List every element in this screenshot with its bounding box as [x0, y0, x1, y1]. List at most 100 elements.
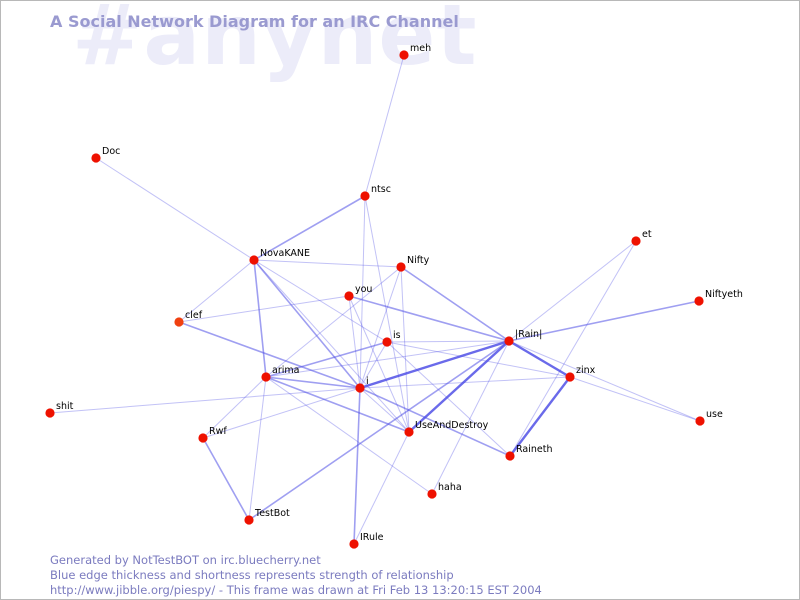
edge-doc-novakane: [95, 157, 255, 261]
edge-arima-useanddestroy: [265, 376, 410, 433]
node-novakane[interactable]: NovaKANE: [249, 248, 310, 265]
edge-novakane-useanddestroy: [253, 259, 410, 433]
edge-novakane-i: [253, 259, 361, 389]
node-label: haha: [438, 482, 462, 493]
node-label: arima: [272, 365, 299, 376]
node-irule[interactable]: IRule: [349, 532, 384, 549]
node-label: i: [366, 376, 369, 387]
node-is[interactable]: is: [382, 330, 401, 347]
node-raineth[interactable]: Raineth: [505, 444, 552, 461]
node-label: UseAndDestroy: [415, 420, 489, 431]
node-dot[interactable]: [198, 433, 208, 443]
node-dot[interactable]: [174, 317, 184, 327]
edge-you-rain: [348, 295, 510, 342]
node-dot[interactable]: [45, 408, 55, 418]
node-label: Doc: [102, 146, 120, 157]
node-rwf[interactable]: Rwf: [198, 426, 227, 443]
edge-rain-testbot: [248, 340, 510, 521]
node-dot[interactable]: [404, 427, 414, 437]
node-dot[interactable]: [396, 262, 406, 272]
footer-generated-by: Generated by NotTestBOT on irc.bluecherr…: [50, 553, 321, 567]
node-clef[interactable]: clef: [174, 310, 203, 327]
edge-rain-zinx: [508, 339, 571, 379]
edge-you-i: [348, 295, 361, 389]
edge-i-raineth: [359, 387, 511, 457]
node-et[interactable]: et: [631, 229, 652, 246]
node-label: NovaKANE: [260, 248, 310, 259]
node-rain[interactable]: |Rain|: [504, 329, 542, 346]
node-nifty[interactable]: Nifty: [396, 255, 430, 272]
edge-arima-rwf: [202, 376, 267, 439]
node-dot[interactable]: [355, 383, 365, 393]
edge-ntsc-useanddestroy: [364, 195, 410, 433]
edge-rain-arima: [265, 340, 510, 378]
node-label: use: [706, 409, 723, 420]
node-i[interactable]: i: [355, 376, 369, 393]
edge-novakane-clef: [178, 259, 255, 323]
edge-is-arima: [265, 341, 388, 378]
node-dot[interactable]: [349, 539, 359, 549]
node-testbot[interactable]: TestBot: [244, 508, 290, 525]
edge-arima-testbot: [248, 376, 267, 521]
footer-link-timestamp[interactable]: http://www.jibble.org/piespy/ - This fra…: [50, 583, 542, 597]
node-label: shit: [56, 401, 74, 412]
node-dot[interactable]: [360, 191, 370, 201]
node-shit[interactable]: shit: [45, 401, 74, 418]
node-label: you: [355, 284, 372, 295]
node-label: zinx: [576, 365, 596, 376]
node-dot[interactable]: [505, 451, 515, 461]
node-dot[interactable]: [249, 255, 259, 265]
edge-nifty-useanddestroy: [400, 266, 410, 433]
node-dot[interactable]: [244, 515, 254, 525]
edge-rwf-testbot: [202, 437, 250, 521]
node-dot[interactable]: [261, 372, 271, 382]
node-label: is: [393, 330, 401, 341]
edge-is-rain: [386, 340, 510, 343]
edge-is-i: [359, 341, 388, 389]
node-dot[interactable]: [382, 337, 392, 347]
edge-et-raineth: [509, 240, 637, 457]
edge-is-raineth: [386, 341, 511, 457]
edge-zinx-raineth: [509, 376, 571, 457]
node-you[interactable]: you: [344, 284, 372, 301]
node-niftyeth[interactable]: Niftyeth: [694, 289, 743, 306]
edge-novakane-nifty: [253, 259, 402, 268]
node-label: Raineth: [516, 444, 552, 455]
edge-zinx-i: [359, 376, 571, 389]
node-dot[interactable]: [631, 236, 641, 246]
edge-layer: [49, 54, 701, 545]
footer-legend-note: Blue edge thickness and shortness repres…: [50, 568, 454, 582]
diagram-title: A Social Network Diagram for an IRC Chan…: [50, 12, 459, 31]
node-zinx[interactable]: zinx: [565, 365, 596, 382]
node-meh[interactable]: meh: [399, 43, 431, 60]
edge-nifty-rain: [400, 266, 510, 342]
node-dot[interactable]: [565, 372, 575, 382]
node-dot[interactable]: [91, 153, 101, 163]
edge-i-rwf: [202, 387, 361, 439]
node-dot[interactable]: [399, 50, 409, 60]
edge-i-useanddestroy: [359, 387, 410, 433]
node-dot[interactable]: [504, 336, 514, 346]
edge-novakane-arima: [253, 259, 267, 378]
node-label: Rwf: [209, 426, 227, 437]
node-label: IRule: [360, 532, 384, 543]
channel-watermark: #anynet: [72, 0, 478, 84]
node-dot[interactable]: [427, 489, 437, 499]
node-label: clef: [185, 310, 203, 321]
node-useanddestroy[interactable]: UseAndDestroy: [404, 420, 489, 437]
node-dot[interactable]: [344, 291, 354, 301]
node-arima[interactable]: arima: [261, 365, 299, 382]
edge-arima-i: [265, 376, 361, 389]
node-use[interactable]: use: [695, 409, 723, 426]
node-doc[interactable]: Doc: [91, 146, 120, 163]
footer-notes: Generated by NotTestBOT on irc.bluecherr…: [50, 553, 542, 598]
node-ntsc[interactable]: ntsc: [360, 184, 391, 201]
node-haha[interactable]: haha: [427, 482, 462, 499]
edge-rain-use: [508, 340, 701, 422]
edge-zinx-use: [569, 376, 701, 422]
node-dot[interactable]: [695, 416, 705, 426]
edge-useanddestroy-irule: [353, 431, 410, 545]
node-dot[interactable]: [694, 296, 704, 306]
edge-nifty-i: [359, 266, 402, 389]
